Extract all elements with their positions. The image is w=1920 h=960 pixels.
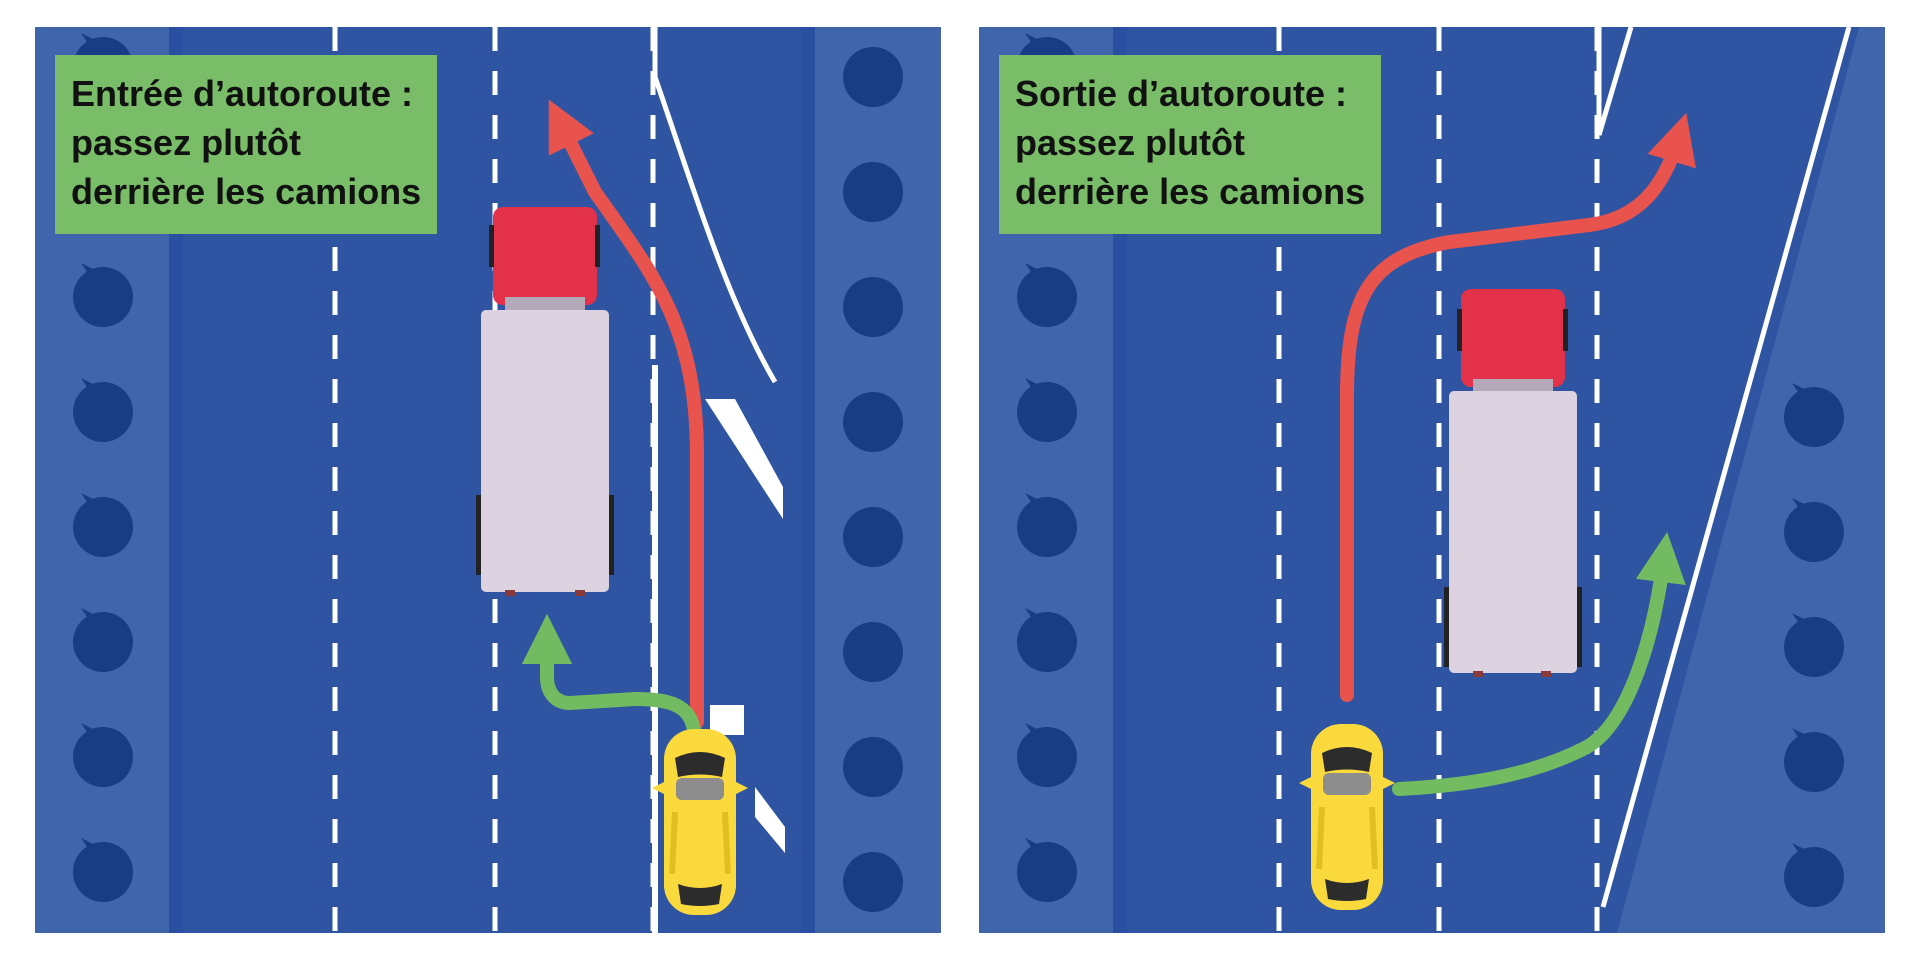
green-arrow-icon: [521, 613, 702, 749]
tree-row-right: [1784, 383, 1844, 907]
car-icon: [652, 729, 748, 915]
exit-shoulder: [1617, 27, 1885, 933]
truck-icon: [476, 207, 614, 596]
hatch-marking: [710, 705, 744, 735]
tree-icon: [1017, 378, 1077, 442]
red-arrow-icon: [1340, 112, 1696, 702]
caption-line: derrière les camions: [1015, 171, 1366, 212]
tree-icon: [1784, 728, 1844, 792]
tree-icon: [73, 263, 133, 327]
tree-icon: [1017, 608, 1077, 672]
on-ramp-edge: [652, 76, 778, 384]
tree-icon: [73, 493, 133, 557]
exit-caption: Sortie d’autoroute : passez plutôt derri…: [999, 55, 1382, 234]
left-shoulder-edge: [169, 27, 183, 933]
hatch-marking: [755, 787, 785, 853]
right-shoulder-edge: [801, 27, 815, 933]
tree-icon: [73, 608, 133, 672]
tree-icon: [1784, 498, 1844, 562]
tree-icon: [843, 622, 903, 682]
tree-icon: [843, 852, 903, 912]
tree-icon: [843, 737, 903, 797]
tree-row-left: [73, 33, 133, 902]
exit-scene: [979, 27, 1885, 933]
red-arrow-icon: [548, 99, 704, 729]
tree-icon: [1017, 263, 1077, 327]
hatch-marking: [705, 399, 783, 519]
truck-icon: [1444, 289, 1582, 677]
tree-icon: [1784, 843, 1844, 907]
caption-line: passez plutôt: [71, 122, 302, 163]
caption-line: Entrée d’autoroute :: [71, 73, 414, 114]
tree-icon: [1017, 493, 1077, 557]
entry-caption: Entrée d’autoroute : passez plutôt derri…: [55, 55, 438, 234]
tree-icon: [73, 723, 133, 787]
off-ramp-edge: [1600, 27, 1852, 908]
tree-icon: [73, 838, 133, 902]
green-arrow-icon: [1392, 531, 1686, 796]
car-icon: [1299, 724, 1395, 910]
tree-row-right: [843, 47, 903, 912]
tree-icon: [1784, 613, 1844, 677]
tree-icon: [843, 162, 903, 222]
tree-icon: [843, 507, 903, 567]
tree-row-left: [1017, 33, 1077, 902]
tree-icon: [843, 47, 903, 107]
caption-line: Sortie d’autoroute :: [1015, 73, 1347, 114]
tree-icon: [73, 378, 133, 442]
tree-icon: [843, 277, 903, 337]
tree-icon: [1784, 383, 1844, 447]
caption-line: passez plutôt: [1015, 122, 1246, 163]
tree-icon: [1017, 838, 1077, 902]
entry-panel: Entrée d’autoroute : passez plutôt derri…: [35, 27, 941, 933]
caption-line: derrière les camions: [71, 171, 422, 212]
tree-icon: [843, 392, 903, 452]
exit-panel: Sortie d’autoroute : passez plutôt derri…: [979, 27, 1885, 933]
left-shoulder-edge: [1113, 27, 1127, 933]
tree-icon: [1017, 723, 1077, 787]
gore-edge-line: [1596, 27, 1634, 136]
